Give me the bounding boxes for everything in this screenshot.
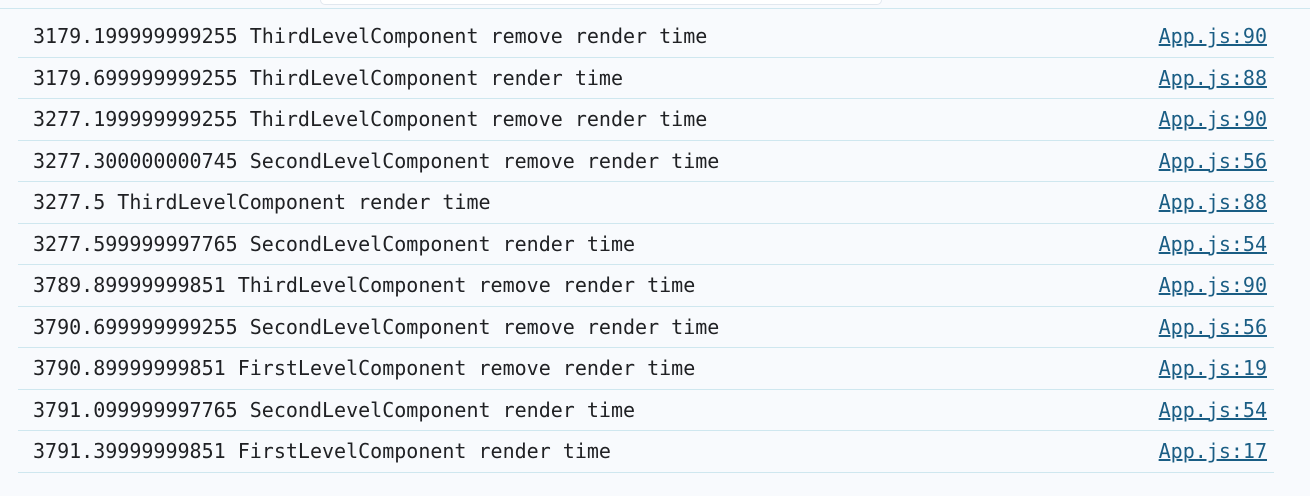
console-log-list: 3179.199999999255 ThirdLevelComponent re…	[18, 16, 1274, 473]
console-message-text: 3791.39999999851 FirstLevelComponent ren…	[33, 439, 611, 464]
source-link[interactable]: App.js:90	[1158, 107, 1267, 132]
source-link[interactable]: App.js:54	[1158, 231, 1267, 256]
console-message-row: 3789.89999999851 ThirdLevelComponent rem…	[18, 265, 1274, 307]
source-link[interactable]: App.js:88	[1158, 190, 1267, 215]
source-link[interactable]: App.js:17	[1158, 439, 1267, 464]
console-message-text: 3790.89999999851 FirstLevelComponent rem…	[33, 356, 696, 381]
console-message-row: 3790.89999999851 FirstLevelComponent rem…	[18, 348, 1274, 390]
source-link[interactable]: App.js:54	[1158, 397, 1267, 422]
source-link[interactable]: App.js:90	[1158, 24, 1267, 49]
console-message-row: 3277.599999997765 SecondLevelComponent r…	[18, 224, 1274, 265]
source-link[interactable]: App.js:56	[1158, 148, 1267, 173]
console-message-text: 3277.5 ThirdLevelComponent render time	[33, 190, 491, 215]
console-message-text: 3277.199999999255 ThirdLevelComponent re…	[33, 107, 708, 132]
console-message-row: 3179.199999999255 ThirdLevelComponent re…	[18, 16, 1274, 58]
source-link[interactable]: App.js:88	[1158, 65, 1267, 90]
source-link[interactable]: App.js:90	[1158, 273, 1267, 298]
console-message-text: 3179.699999999255 ThirdLevelComponent re…	[33, 65, 624, 90]
console-message-text: 3790.699999999255 SecondLevelComponent r…	[33, 314, 720, 339]
source-link[interactable]: App.js:19	[1158, 356, 1267, 381]
console-message-row: 3790.699999999255 SecondLevelComponent r…	[18, 307, 1274, 348]
console-message-row: 3277.199999999255 ThirdLevelComponent re…	[18, 99, 1274, 141]
console-message-row: 3277.300000000745 SecondLevelComponent r…	[18, 141, 1274, 182]
console-top-border	[0, 8, 1310, 9]
console-message-row: 3277.5 ThirdLevelComponent render time A…	[18, 182, 1274, 224]
console-message-row: 3791.39999999851 FirstLevelComponent ren…	[18, 431, 1274, 473]
source-link[interactable]: App.js:56	[1158, 314, 1267, 339]
console-message-row: 3179.699999999255 ThirdLevelComponent re…	[18, 58, 1274, 99]
console-message-row: 3791.099999997765 SecondLevelComponent r…	[18, 390, 1274, 431]
console-message-text: 3791.099999997765 SecondLevelComponent r…	[33, 397, 636, 422]
panel-tab-edge	[320, 0, 882, 5]
console-message-text: 3789.89999999851 ThirdLevelComponent rem…	[33, 273, 696, 298]
console-message-text: 3277.599999997765 SecondLevelComponent r…	[33, 231, 636, 256]
console-message-text: 3277.300000000745 SecondLevelComponent r…	[33, 148, 720, 173]
console-message-text: 3179.199999999255 ThirdLevelComponent re…	[33, 24, 708, 49]
